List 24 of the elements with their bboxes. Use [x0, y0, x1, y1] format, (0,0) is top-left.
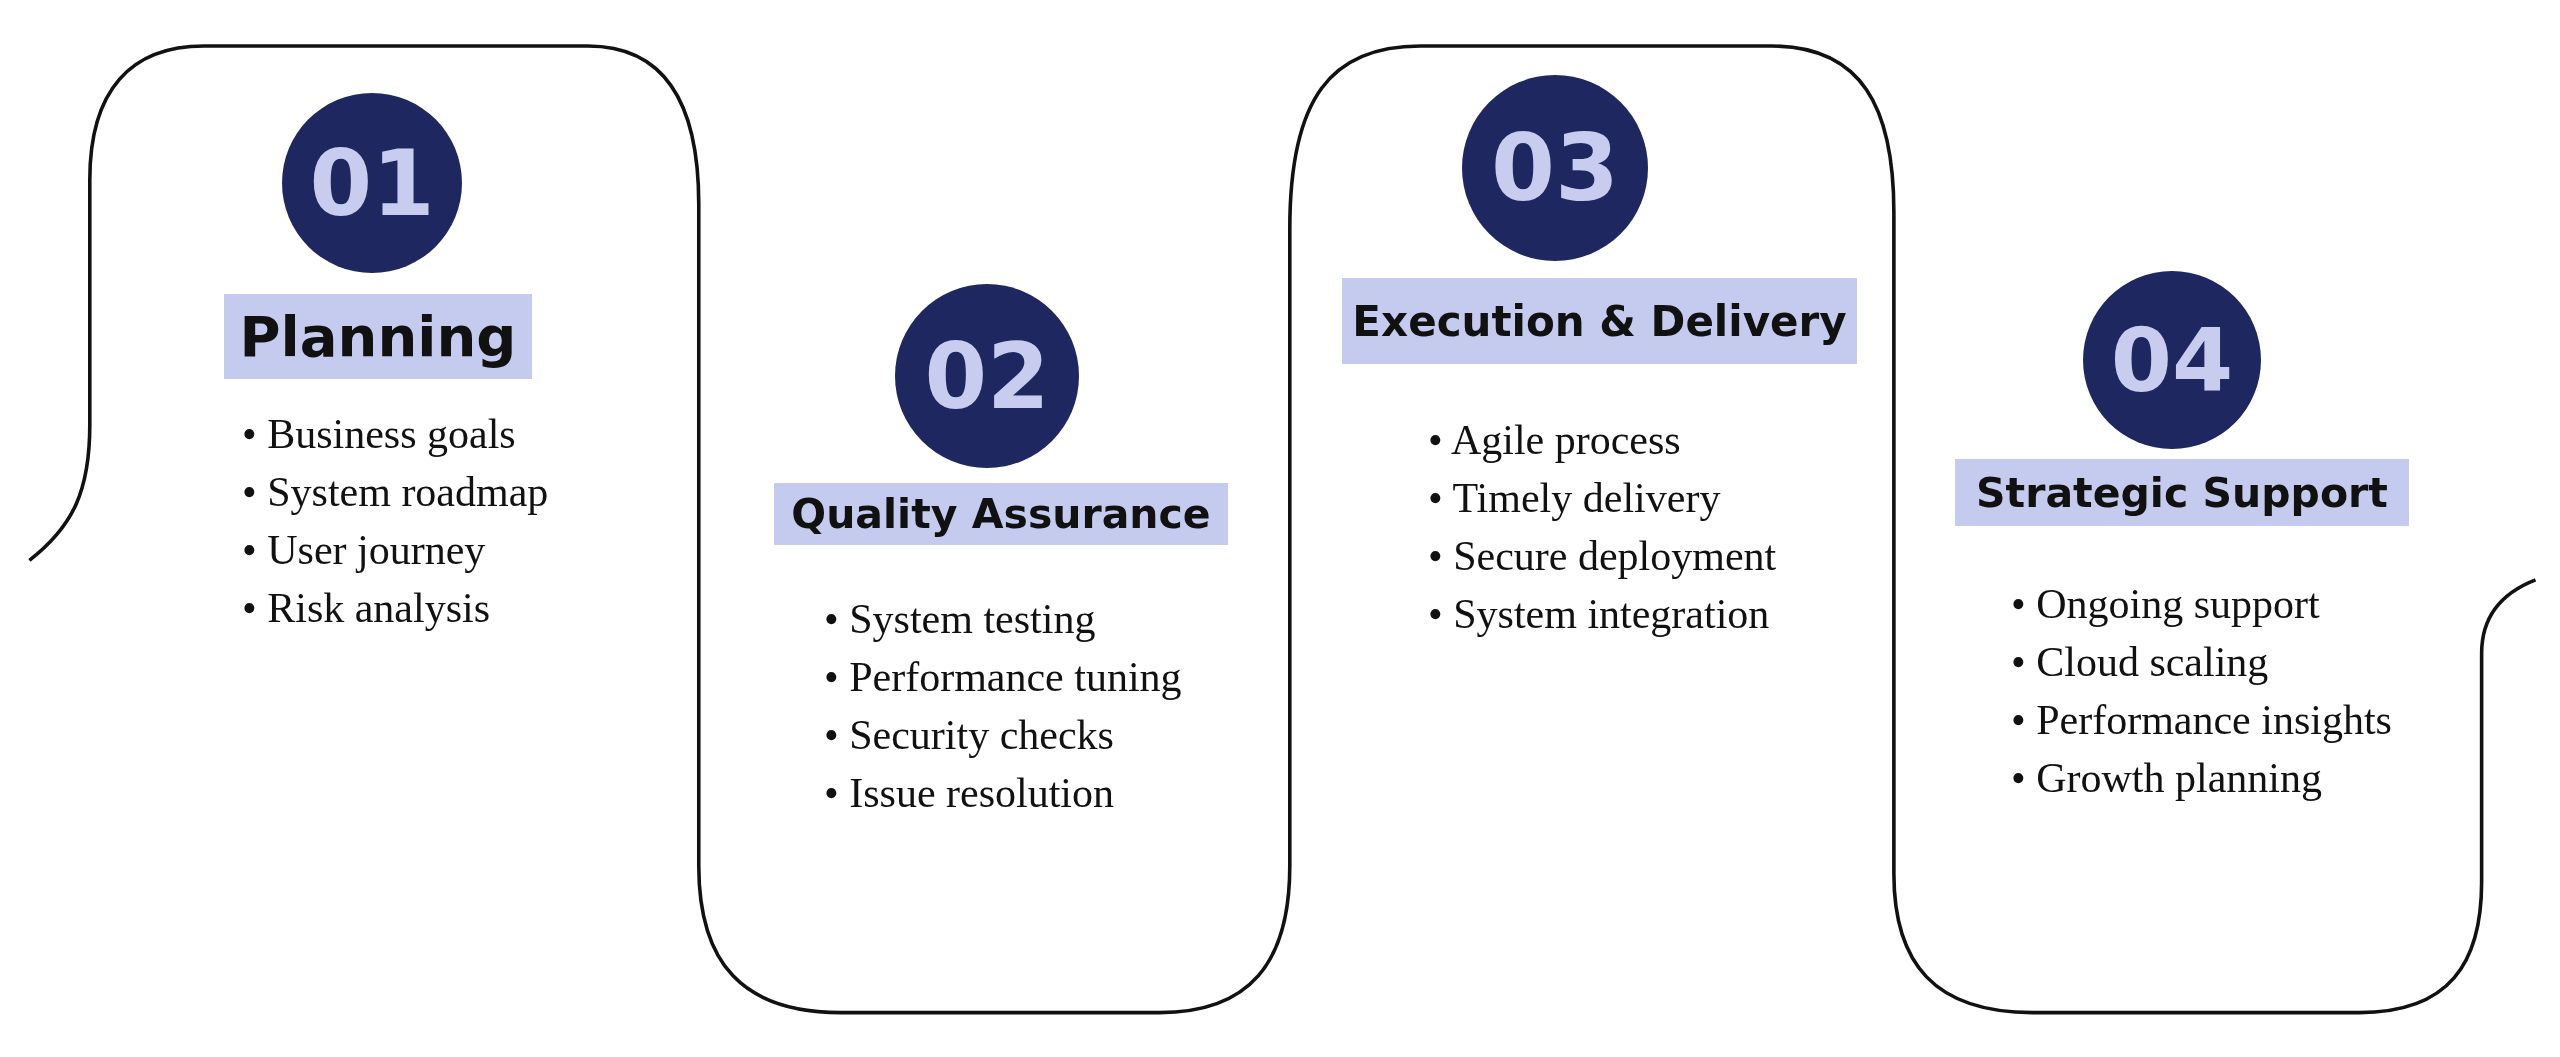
- bullet-item: • Timely delivery: [1428, 474, 1722, 523]
- bullet-item: • Secure deployment: [1428, 532, 1777, 581]
- step-number-circle: 01: [282, 93, 462, 273]
- step-number-circle: 04: [2083, 271, 2261, 449]
- bullet-item: • Issue resolution: [824, 769, 1115, 818]
- step-number-circle: 03: [1462, 75, 1648, 261]
- step-heading: Quality Assurance: [774, 483, 1228, 545]
- bullet-item: • Performance insights: [2011, 696, 2392, 745]
- bullet-item: • User journey: [242, 526, 487, 575]
- step-heading: Execution & Delivery: [1342, 278, 1857, 364]
- bullet-item: • System integration: [1428, 590, 1771, 639]
- bullet-item: • Ongoing support: [2011, 580, 2321, 629]
- bullet-item: • Business goals: [242, 410, 517, 459]
- bullet-item: • Cloud scaling: [2011, 638, 2270, 687]
- bullet-item: • Risk analysis: [242, 584, 492, 633]
- bullet-item: • Agile process: [1428, 416, 1682, 465]
- bullet-item: • Growth planning: [2011, 754, 2323, 803]
- step-heading: Planning: [224, 294, 532, 379]
- bullet-item: • Performance tuning: [824, 653, 1182, 702]
- step-heading: Strategic Support: [1955, 459, 2409, 526]
- bullet-item: • System testing: [824, 595, 1097, 644]
- bullet-item: • Security checks: [824, 711, 1115, 760]
- step-number-circle: 02: [895, 284, 1079, 468]
- bullet-item: • System roadmap: [242, 468, 549, 517]
